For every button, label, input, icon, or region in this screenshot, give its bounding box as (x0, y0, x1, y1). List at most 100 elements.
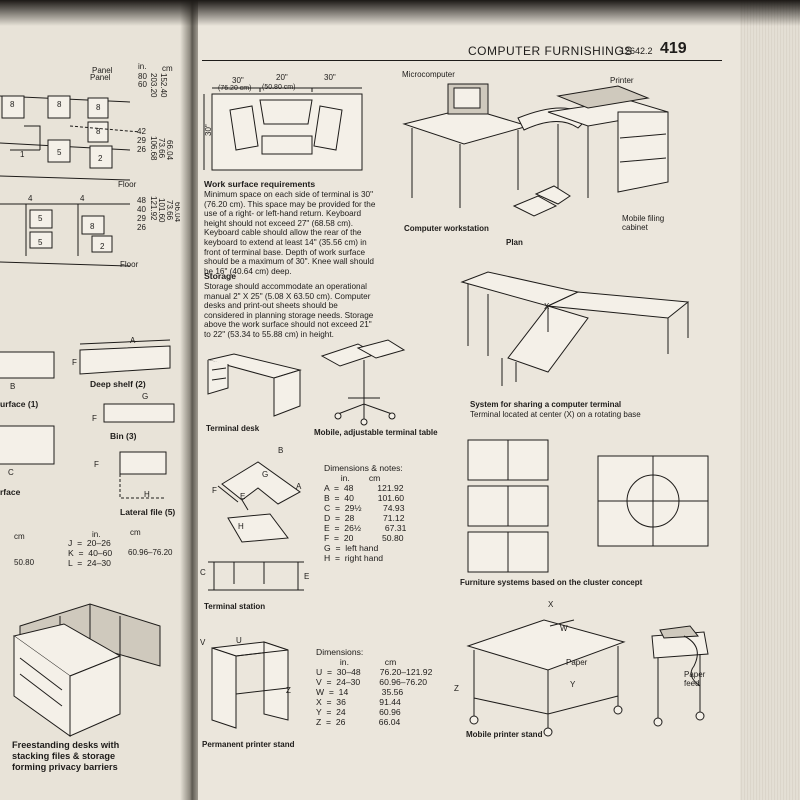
book-gutter (180, 0, 202, 800)
dims2-row: U = 30–48 76.20–121.92 (316, 667, 433, 677)
dim-letter: C (8, 468, 14, 477)
dims1-row: F = 20 50.80 (324, 533, 404, 543)
lateral-file-drawing (100, 448, 180, 508)
dim-letter: F (212, 486, 217, 495)
dims-row: J = 20–26 (68, 538, 111, 548)
dim-in: 26 (137, 223, 146, 232)
filing-caption: Mobile filing (622, 214, 665, 223)
terminal-desk-caption: Terminal desk (206, 424, 260, 433)
dim-in: 40 (137, 205, 146, 214)
dim-letter: V (200, 638, 206, 647)
dim-letter: B (10, 382, 16, 391)
top-shadow (0, 0, 800, 26)
micro-label: Microcomputer (402, 70, 455, 79)
cluster-top-number: 4 (28, 194, 33, 203)
dims2-row: Y = 24 60.96 (316, 707, 401, 717)
dims-row: K = 40–60 (68, 548, 113, 558)
freestanding-caption: Freestanding desks with (12, 740, 120, 750)
dims2-head: in. cm (316, 657, 397, 667)
dim-in: 29 (137, 214, 146, 223)
surface-caption: rface (0, 487, 21, 497)
printer-label: Printer (610, 76, 634, 85)
dim-letter: U (236, 636, 242, 645)
mobile-printer-caption: Mobile printer stand (466, 730, 543, 739)
panel-cm: 152.40 (159, 73, 168, 98)
dim-letter: X (548, 600, 554, 609)
in-head: in. (138, 62, 147, 71)
terminal-desk-drawing (204, 350, 304, 420)
lateral-file-caption: Lateral file (5) (120, 507, 176, 517)
cluster-box-number: 2 (100, 242, 105, 251)
panel-cm: 203.20 (149, 73, 158, 98)
storage-text: Storage should accommodate an operationa… (204, 282, 374, 339)
panel-in: 60 (138, 80, 147, 89)
book-page-edges (740, 0, 800, 800)
dim-letter: A (130, 336, 136, 345)
cluster-box-number: 8 (10, 100, 15, 109)
cm-head: cm (162, 64, 173, 73)
dims2-row: Z = 26 66.04 (316, 717, 401, 727)
dim-letter: Z (286, 686, 291, 695)
permanent-printer-stand-drawing (204, 634, 304, 734)
mobile-printer-stand-drawing (454, 606, 724, 736)
dim-label: (50.80 cm) (262, 84, 296, 91)
cluster-box-number: 2 (98, 154, 103, 163)
dims2-row: X = 36 91.44 (316, 697, 401, 707)
dim-letter: W (560, 624, 568, 633)
dim-letter: G (142, 392, 149, 401)
work-surface-title: Work surface requirements (204, 179, 316, 189)
permanent-printer-caption: Permanent printer stand (202, 740, 295, 749)
terminal-sharing-system-drawing (458, 262, 708, 392)
work-surface-text: Minimum space on each side of terminal i… (204, 190, 376, 276)
dim-letter: Y (570, 680, 576, 689)
deep-shelf-drawing (70, 340, 180, 380)
dims-cm-value: 50.80 (14, 558, 35, 567)
mobile-terminal-table-drawing (318, 334, 408, 424)
dims-in-head: in. (92, 530, 101, 539)
cluster-box-number: 8 (90, 222, 95, 231)
mobile-table-caption: Mobile, adjustable terminal table (314, 428, 438, 437)
dim-letter: Z (454, 684, 459, 693)
panel-label: Panel (92, 66, 113, 75)
center-x-label: X (544, 302, 550, 311)
dim-letter: G (262, 470, 269, 479)
dim-letter: B (278, 446, 284, 455)
cluster-concept-drawing (458, 436, 718, 576)
freestanding-caption: forming privacy barriers (12, 762, 118, 772)
cluster-box-number: 8 (57, 100, 62, 109)
dims1-row: G = left hand (324, 543, 379, 553)
work-surface-drawing (0, 424, 70, 474)
dim-letter: F (92, 414, 97, 423)
right-page: COMPUTER FURNISHINGS 12642.2 419 30" 20"… (198, 0, 743, 800)
cluster-caption: Furniture systems based on the cluster c… (460, 578, 643, 587)
page-number: 419 (660, 40, 687, 57)
dims-cm-range: 60.96–76.20 (128, 548, 173, 557)
dim-label: 20" (276, 73, 288, 82)
dims-cm-head: cm (14, 532, 25, 541)
bin-drawing (100, 400, 180, 430)
deep-shelf-caption: Deep shelf (2) (90, 379, 146, 389)
dim-letter: A (296, 482, 302, 491)
cluster-box-number: 8 (96, 127, 101, 136)
filing-caption: cabinet (622, 223, 648, 232)
terminal-station-caption: Terminal station (204, 602, 266, 611)
left-page: Panel Panel in. cm 80 60 203.20 152.40 8… (0, 0, 188, 800)
dim-letter: F (72, 358, 77, 367)
cluster-box-number: 5 (57, 148, 62, 157)
dim-label: 30" (324, 73, 336, 82)
dims1-row: D = 28 71.12 (324, 513, 405, 523)
dims1-title: Dimensions & notes: (324, 463, 403, 473)
work-surface-drawing (0, 350, 60, 390)
dim-in: 26 (137, 145, 146, 154)
computer-workstation-drawing (398, 78, 688, 218)
panel-cluster-drawing (0, 196, 150, 266)
dim-letter: E (240, 492, 246, 501)
dim-letter: F (94, 460, 99, 469)
floor-label: Floor (118, 180, 137, 189)
dim-in: 29 (137, 136, 146, 145)
dims1-row: H = right hand (324, 553, 383, 563)
cluster-top-number: 4 (80, 194, 85, 203)
dims2-row: W = 14 35.56 (316, 687, 404, 697)
dim-letter: E (304, 572, 310, 581)
storage-title: Storage (204, 271, 236, 281)
